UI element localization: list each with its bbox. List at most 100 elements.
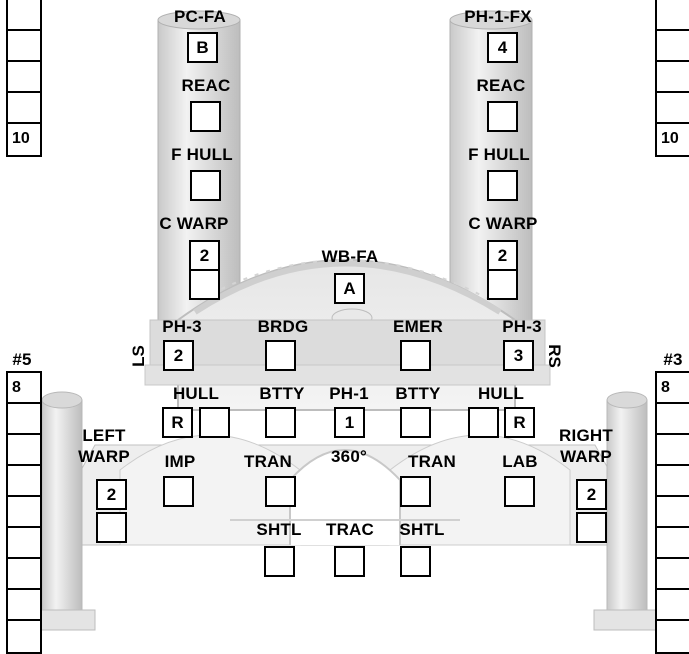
track-cell[interactable] xyxy=(657,62,689,93)
track-cell[interactable] xyxy=(657,31,689,62)
right-hull-label: HULL xyxy=(477,384,525,403)
track-cell[interactable] xyxy=(8,93,40,124)
shield-track-3: 8 xyxy=(655,371,689,654)
track-cell[interactable] xyxy=(8,621,40,652)
main-hull xyxy=(144,259,551,411)
lab-box[interactable] xyxy=(504,476,535,507)
right-tran-box[interactable] xyxy=(400,476,431,507)
left-warp-box-1[interactable]: 2 xyxy=(96,479,127,510)
track-cell[interactable] xyxy=(8,559,40,590)
rs-label: RS xyxy=(544,344,564,368)
left-f-hull-box[interactable] xyxy=(190,170,221,201)
left-tran-label: TRAN xyxy=(243,452,293,471)
track-cell[interactable] xyxy=(8,62,40,93)
right-warp-label-2: WARP xyxy=(560,447,612,466)
lab-label: LAB xyxy=(502,452,538,471)
right-ph-3-label: PH-3 xyxy=(502,317,542,336)
ph-1-fx-box[interactable]: 4 xyxy=(487,32,518,63)
track-cell[interactable] xyxy=(657,466,689,497)
track-cell[interactable] xyxy=(657,497,689,528)
track-cell-value[interactable]: 10 xyxy=(661,130,679,147)
track-cell[interactable] xyxy=(8,435,40,466)
right-c-warp-label: C WARP xyxy=(468,214,538,233)
ls-label: LS xyxy=(128,345,148,367)
imp-label: IMP xyxy=(164,452,196,471)
lower-hull xyxy=(69,434,621,546)
ph-1-fx-label: PH-1-FX xyxy=(464,7,532,26)
left-tran-box[interactable] xyxy=(265,476,296,507)
track-cell[interactable] xyxy=(657,435,689,466)
right-shtl-box[interactable] xyxy=(400,546,431,577)
left-btty-label: BTTY xyxy=(259,384,305,403)
left-warp-nacelle xyxy=(29,391,96,631)
emer-box[interactable] xyxy=(400,340,431,371)
right-warp-box-2[interactable] xyxy=(576,512,607,543)
left-hull-box[interactable] xyxy=(199,407,230,438)
trac-box[interactable] xyxy=(334,546,365,577)
right-btty-label: BTTY xyxy=(395,384,441,403)
left-ph-3-box[interactable]: 2 xyxy=(163,340,194,371)
ph-1-label: PH-1 xyxy=(329,384,369,403)
right-btty-box[interactable] xyxy=(400,407,431,438)
left-hull-box-r[interactable]: R xyxy=(162,407,193,438)
right-hull-box-r[interactable]: R xyxy=(504,407,535,438)
right-reac-box[interactable] xyxy=(487,101,518,132)
imp-box[interactable] xyxy=(163,476,194,507)
left-reac-label: REAC xyxy=(181,76,231,95)
track-cell[interactable] xyxy=(657,590,689,621)
track-cell[interactable] xyxy=(657,559,689,590)
right-warp-box-1[interactable]: 2 xyxy=(576,479,607,510)
left-warp-box-2[interactable] xyxy=(96,512,127,543)
left-shtl-box[interactable] xyxy=(264,546,295,577)
deg-360-label: 360° xyxy=(331,447,367,466)
left-c-warp-label: C WARP xyxy=(159,214,229,233)
track-cell[interactable] xyxy=(657,93,689,124)
left-hull-label: HULL xyxy=(172,384,220,403)
emer-label: EMER xyxy=(393,317,443,336)
right-warp-label-1: RIGHT xyxy=(559,426,613,445)
ph-1-box[interactable]: 1 xyxy=(334,407,365,438)
track-cell[interactable] xyxy=(8,466,40,497)
shield-track-5: 8 xyxy=(6,371,42,654)
left-f-hull-label: F HULL xyxy=(171,145,233,164)
left-warp-label-2: WARP xyxy=(78,447,130,466)
track-cell[interactable] xyxy=(657,621,689,652)
track-cell-value[interactable]: 8 xyxy=(657,373,689,404)
wb-fa-label: WB-FA xyxy=(321,247,379,266)
right-f-hull-label: F HULL xyxy=(468,145,530,164)
left-reac-box[interactable] xyxy=(190,101,221,132)
left-btty-box[interactable] xyxy=(265,407,296,438)
right-c-warp-box-1[interactable]: 2 xyxy=(487,240,518,271)
track-cell-value[interactable]: 10 xyxy=(12,130,30,147)
track-cell[interactable] xyxy=(8,590,40,621)
brdg-box[interactable] xyxy=(265,340,296,371)
left-warp-label-1: LEFT xyxy=(82,426,126,445)
track-cell[interactable] xyxy=(8,404,40,435)
track-cell[interactable] xyxy=(657,404,689,435)
left-c-warp-box-1[interactable]: 2 xyxy=(189,240,220,271)
right-ph-3-box[interactable]: 3 xyxy=(503,340,534,371)
left-ph-3-label: PH-3 xyxy=(162,317,202,336)
brdg-label: BRDG xyxy=(257,317,309,336)
right-f-hull-box[interactable] xyxy=(487,170,518,201)
right-warp-nacelle xyxy=(593,391,660,631)
right-reac-label: REAC xyxy=(476,76,526,95)
left-c-warp-box-2[interactable] xyxy=(189,269,220,300)
right-hull-box[interactable] xyxy=(468,407,499,438)
wb-fa-box[interactable]: A xyxy=(334,273,365,304)
track-cell[interactable] xyxy=(8,31,40,62)
pc-fa-label: PC-FA xyxy=(174,7,226,26)
track-cell[interactable] xyxy=(657,528,689,559)
track-cell[interactable] xyxy=(8,0,40,31)
shield-track-top-right: 10 xyxy=(655,0,689,157)
shield-5-label: #5 xyxy=(12,350,32,369)
right-c-warp-box-2[interactable] xyxy=(487,269,518,300)
pc-fa-box[interactable]: B xyxy=(187,32,218,63)
track-cell-value[interactable]: 8 xyxy=(8,373,40,404)
trac-label: TRAC xyxy=(325,520,375,539)
track-cell[interactable] xyxy=(8,497,40,528)
track-cell[interactable] xyxy=(657,0,689,31)
shield-track-top-left: 10 xyxy=(6,0,42,157)
track-cell[interactable] xyxy=(8,528,40,559)
